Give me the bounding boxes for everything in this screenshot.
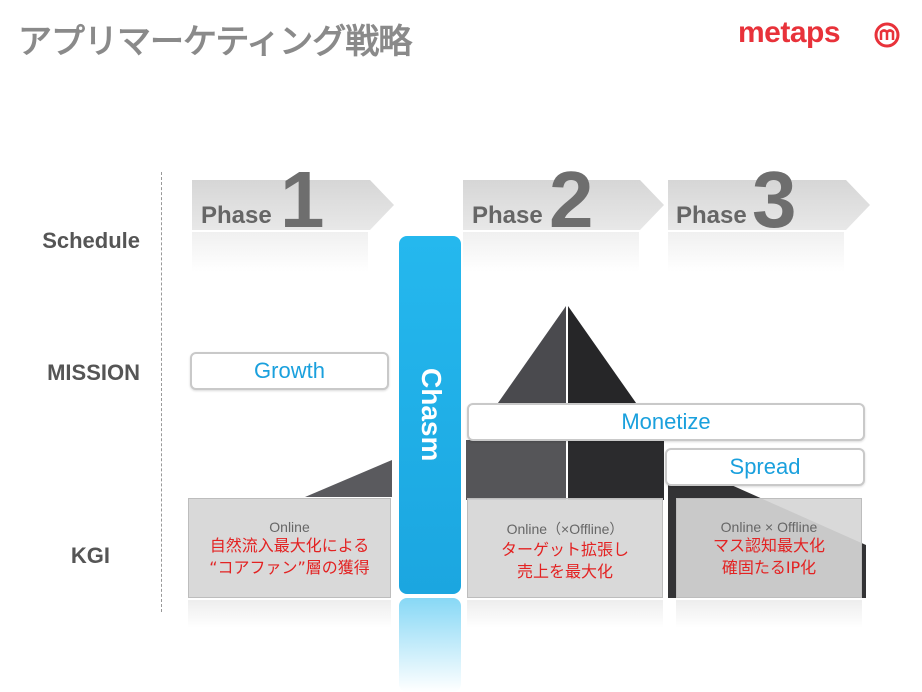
metaps-logo: metaps xyxy=(738,16,908,56)
phase-2-arrow-fade xyxy=(463,232,639,272)
phase-2-word: Phase xyxy=(472,202,543,229)
phase-2-arrow xyxy=(463,180,664,230)
phase-2-block-right xyxy=(568,440,664,500)
kgi-3-reflection xyxy=(676,600,862,628)
mission-growth: Growth xyxy=(190,352,389,390)
kgi-1-line1: 自然流入最大化による xyxy=(209,536,370,555)
kgi-box-phase-3: Online × Offline マス認知最大化 確固たるIP化 xyxy=(676,498,862,598)
phase-1-arrow-fade xyxy=(192,232,368,272)
logo-m-circle-icon xyxy=(874,22,900,48)
kgi-2-reflection xyxy=(467,600,663,628)
phase-1-arrow xyxy=(192,180,394,230)
phase-1-word: Phase xyxy=(201,202,272,229)
kgi-1-line2: “コアファン”層の獲得 xyxy=(209,558,370,577)
kgi-3-line2: 確固たるIP化 xyxy=(721,558,817,577)
phase-3-number: 3 xyxy=(752,155,797,244)
chasm-label: Chasm xyxy=(416,368,447,462)
phase-3-arrow xyxy=(668,180,870,230)
row-label-kgi: KGI xyxy=(70,543,110,568)
row-label-mission: MISSION xyxy=(47,360,140,385)
phase-1-ramp xyxy=(305,460,392,497)
kgi-2-line1: ターゲット拡張し xyxy=(500,540,629,559)
slide-title: アプリマーケティング戦略 xyxy=(18,22,412,62)
kgi-2-sub: Online（×Offline） xyxy=(506,521,624,537)
divider-dashed-line xyxy=(161,172,162,612)
kgi-2-line2: 売上を最大化 xyxy=(516,562,613,581)
phase-1-number: 1 xyxy=(280,155,325,244)
kgi-box-phase-2: Online（×Offline） ターゲット拡張し 売上を最大化 xyxy=(467,498,663,598)
logo-text: metaps xyxy=(738,16,841,49)
mission-monetize: Monetize xyxy=(467,403,865,441)
chasm-bar xyxy=(399,236,461,594)
kgi-1-sub: Online xyxy=(269,519,310,535)
kgi-1-reflection xyxy=(188,600,391,628)
phase-3-word: Phase xyxy=(676,202,747,229)
chasm-reflection xyxy=(399,598,461,692)
phase-2-block-left xyxy=(466,440,566,500)
mission-spread: Spread xyxy=(665,448,865,486)
row-label-schedule: Schedule xyxy=(42,228,140,253)
kgi-3-line1: マス認知最大化 xyxy=(712,536,825,555)
kgi-3-sub: Online × Offline xyxy=(720,519,818,535)
kgi-box-phase-1: Online 自然流入最大化による “コアファン”層の獲得 xyxy=(188,498,391,598)
phase-2-number: 2 xyxy=(549,155,594,244)
phase-3-arrow-fade xyxy=(668,232,844,272)
